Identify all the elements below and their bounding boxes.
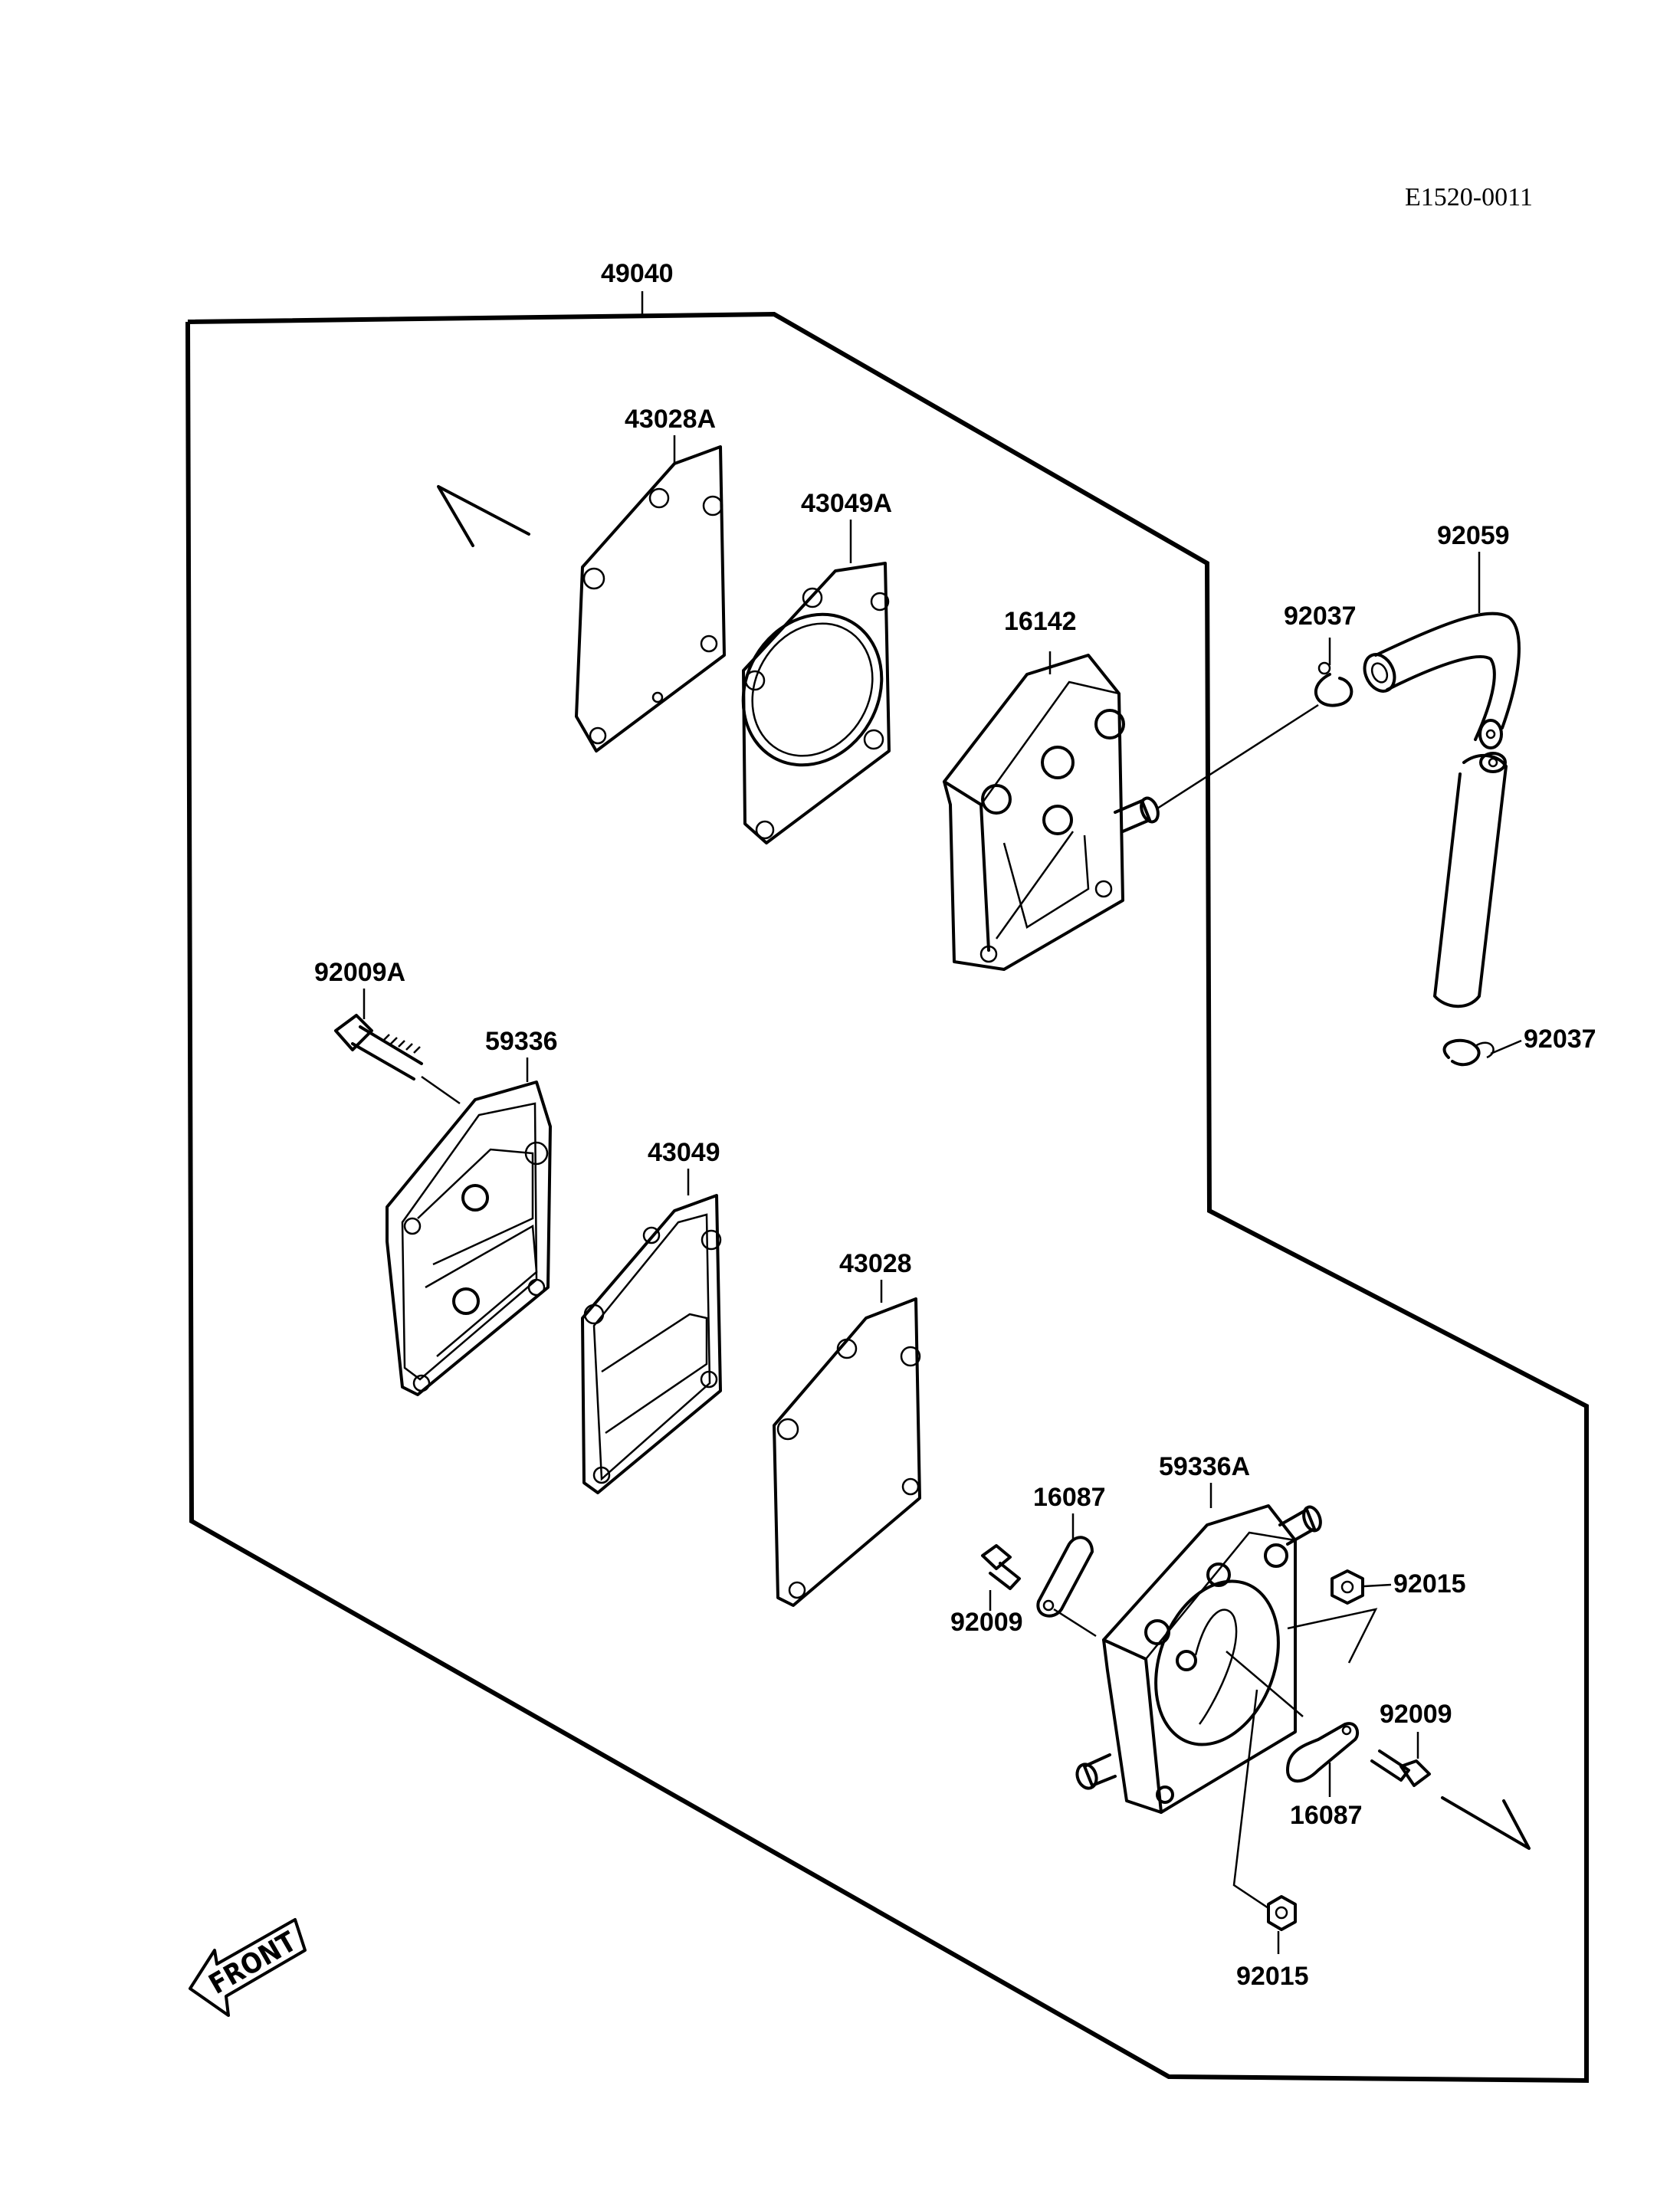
label-92015-right: 92015 [1393,1569,1466,1599]
assembly-label: 49040 [601,259,674,288]
label-43049a: 43049A [801,489,892,518]
gasket-43028a: 43028A [575,405,726,753]
bolt-92009a: 92009A [314,958,461,1105]
screw-92009-right: 92009 [1370,1700,1452,1787]
label-43028: 43028 [839,1249,912,1278]
label-92037-upper: 92037 [1284,602,1357,631]
clip-92037-upper: 92037 [1157,602,1357,810]
label-92015-bottom: 92015 [1236,1962,1309,1991]
nut-92015-right: 92015 [1287,1569,1466,1664]
valve-16087-right: 16087 [1226,1651,1363,1830]
pump-body-59336a: 59336A [1075,1452,1322,1814]
assembly-frame: 49040 [185,259,1589,2084]
label-16142: 16142 [1004,607,1077,636]
label-92037-lower: 92037 [1524,1025,1596,1054]
label-43028a: 43028A [625,405,716,434]
label-92059: 92059 [1437,521,1510,550]
cover-59336: 59336 [386,1027,558,1396]
drawing-reference: E1520-0011 [1405,183,1533,212]
gasket-43049a: 43049A [741,489,892,844]
hose-92059: 92059 [1363,521,1521,1008]
gasket-43049: 43049 [581,1138,722,1494]
label-16087-left: 16087 [1033,1483,1106,1512]
gasket-43028: 43028 [773,1249,921,1607]
pump-body-16142: 16142 [943,607,1160,971]
label-43049: 43049 [648,1138,720,1167]
front-arrow-icon: FRONT [189,1918,307,2017]
label-59336: 59336 [485,1027,558,1056]
nut-92015-bottom: 92015 [1232,1689,1309,1991]
label-92009-left: 92009 [950,1608,1023,1637]
valve-16087-left: 16087 [1033,1483,1106,1618]
label-16087-right: 16087 [1290,1801,1363,1830]
label-92009a: 92009A [314,958,405,987]
alignment-arrow-bottom [1441,1796,1531,1850]
label-59336a: 59336A [1159,1452,1250,1481]
label-92009-right: 92009 [1380,1700,1452,1729]
clip-92037-lower: 92037 [1442,1025,1596,1067]
alignment-arrow-top [437,485,530,547]
screw-92009-left: 92009 [950,1544,1097,1638]
